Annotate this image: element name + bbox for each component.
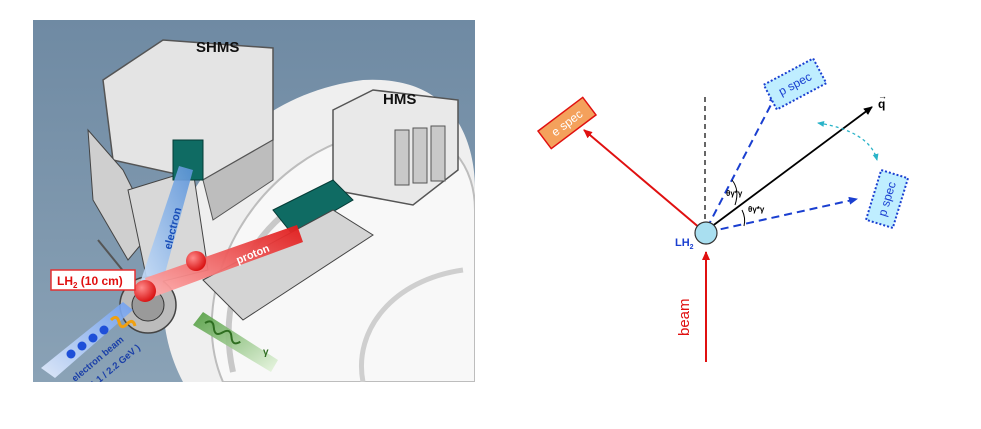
p-spec-2-box: p spec	[864, 168, 910, 230]
beam-dot-2	[77, 341, 87, 351]
target-label-box	[50, 269, 136, 291]
theta-2-label: θγ*γ	[748, 205, 765, 214]
theta-1-label: θγ*γ	[726, 189, 743, 198]
q-arrow	[706, 106, 873, 231]
hms-label: HMS	[383, 91, 416, 108]
shms-hut-side	[202, 139, 274, 221]
beam-dot-4	[99, 325, 109, 335]
e-spec-box: e spec	[536, 96, 598, 150]
target-ball	[134, 280, 156, 302]
proton-ball	[186, 251, 206, 271]
hms-detector-3	[430, 125, 446, 182]
beam-wave	[109, 315, 137, 329]
gamma-wave	[204, 320, 241, 345]
hms-detector-2	[412, 127, 428, 184]
theta-arc-1	[731, 179, 738, 206]
e-spec-arrow	[583, 129, 702, 230]
q-vector-mark: →	[878, 91, 887, 101]
p-spec-1-arrow	[706, 94, 777, 229]
electron-track	[137, 166, 193, 292]
floor-arc-2	[359, 267, 464, 382]
electron-beam-track	[41, 302, 133, 378]
theta-arc-2	[741, 209, 746, 227]
q-label: q	[878, 97, 885, 111]
beam-dot-1	[66, 349, 76, 359]
rotation-arrow	[817, 120, 879, 161]
hms-magnet	[272, 179, 354, 236]
proton-track	[145, 225, 303, 298]
p-spec-1-box: p spec	[762, 57, 828, 111]
target-circle	[694, 221, 718, 245]
shms-label: SHMS	[196, 39, 239, 56]
target-label: LH2 (10 cm)	[57, 274, 123, 290]
gamma-label: γ	[263, 347, 269, 358]
p-spec-2-arrow	[707, 196, 858, 233]
target-label-right: LH2	[675, 237, 694, 251]
experimental-hall-illustration: electron proton γ LH2 (10 cm) electron b…	[33, 20, 475, 382]
beam-dot-3	[88, 333, 98, 343]
hms-detector-1	[394, 129, 410, 186]
beam-label: beam	[676, 298, 693, 336]
kinematics-diagram: beam e spec q → p spec p spec θγ*γ θγ*γ …	[536, 57, 910, 362]
